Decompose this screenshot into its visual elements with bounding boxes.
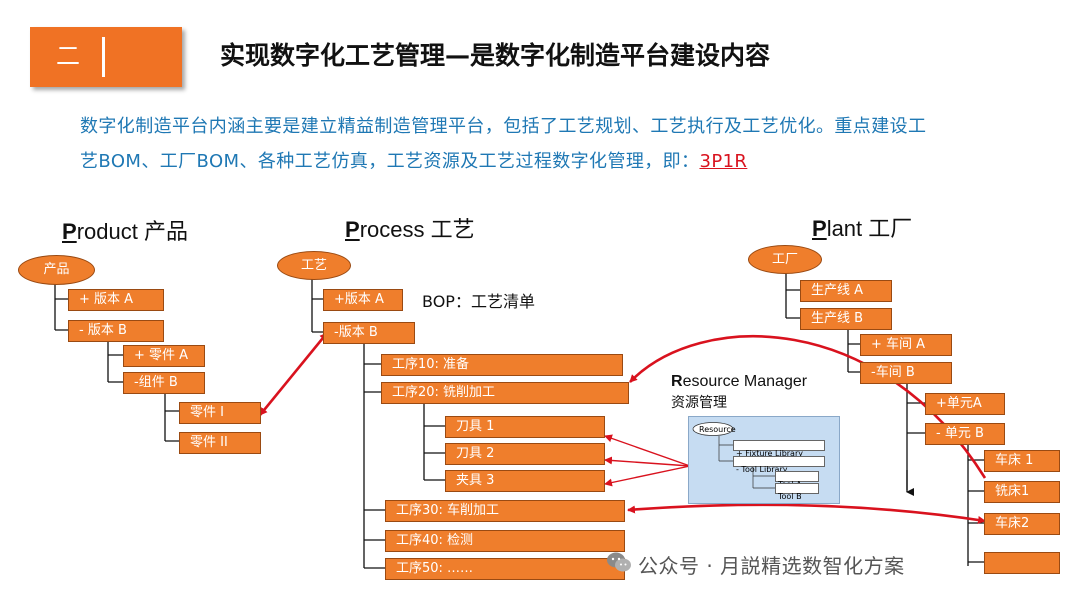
process-node-op10: 工序10: 准备 <box>381 354 623 376</box>
plant-heading: Plant 工厂 <box>812 211 912 243</box>
plant-root-node: 工厂 <box>748 245 822 274</box>
process-rest: rocess <box>359 217 425 242</box>
fixture-library-label: + Fixture Library <box>736 449 803 458</box>
process-node-fixture-3: 夹具 3 <box>445 470 605 492</box>
product-root-node: 产品 <box>18 255 95 285</box>
process-node-version-b: -版本 B <box>323 322 415 344</box>
resource-manager-title: Resource Manager <box>671 373 807 391</box>
product-node-assembly-b: -组件 B <box>123 372 205 394</box>
section-number: 二 <box>56 42 80 70</box>
plant-node-cell-a: +单元A <box>925 393 1005 415</box>
plant-node-line-b: 生产线 B <box>800 308 892 330</box>
plant-node-workshop-b: -车间 B <box>860 362 952 384</box>
plant-node-partial <box>984 552 1060 574</box>
product-cn: 产品 <box>137 219 188 244</box>
fixture-library-node: + Fixture Library <box>733 440 825 458</box>
plant-node-lathe-1: 车床 1 <box>984 450 1060 472</box>
process-root-node: 工艺 <box>277 251 351 280</box>
process-node-op50: 工序50: …… <box>385 558 625 580</box>
process-node-op40: 工序40: 检测 <box>385 530 625 552</box>
resource-rest: esource Manager <box>682 373 808 390</box>
wechat-icon <box>607 552 631 572</box>
tool-library-label: - Tool Library <box>736 465 788 474</box>
process-node-tool-1: 刀具 1 <box>445 416 605 438</box>
intro-highlight: 3P1R <box>699 151 748 172</box>
tool-b-label: Tool B <box>778 492 802 501</box>
process-node-op20: 工序20: 铣削加工 <box>381 382 629 404</box>
process-heading: Process 工艺 <box>345 212 475 244</box>
plant-node-lathe-2: 车床2 <box>984 513 1060 535</box>
product-initial: P <box>62 219 77 244</box>
tool-a-node: Tool A <box>775 471 819 489</box>
plant-initial: P <box>812 216 827 241</box>
process-node-tool-2: 刀具 2 <box>445 443 605 465</box>
product-node-version-b: - 版本 B <box>68 320 164 342</box>
tool-library-node: - Tool Library <box>733 456 825 474</box>
product-node-part-i: 零件 I <box>179 402 261 424</box>
product-node-part-a: + 零件 A <box>123 345 205 367</box>
resource-manager-panel: Resource + Fixture Library - Tool Librar… <box>688 416 840 504</box>
plant-node-workshop-a: + 车间 A <box>860 334 952 356</box>
intro-line-2: 艺BOM、工厂BOM、各种工艺仿真，工艺资源及工艺过程数字化管理，即：3P1R <box>80 147 747 173</box>
resource-manager-cn: 资源管理 <box>671 395 727 411</box>
product-node-part-ii: 零件 II <box>179 432 261 454</box>
intro-line-2-text: 艺BOM、工厂BOM、各种工艺仿真，工艺资源及工艺过程数字化管理，即： <box>80 151 700 172</box>
watermark-text: 公众号 · 月説精选数智化方案 <box>638 554 905 578</box>
plant-cn: 工厂 <box>862 216 913 241</box>
bop-label: BOP：工艺清单 <box>422 292 535 311</box>
plant-rest: lant <box>826 216 863 241</box>
badge-divider <box>102 37 105 77</box>
plant-node-mill-1: 铣床1 <box>984 481 1060 503</box>
plant-node-cell-b: - 单元 B <box>925 423 1005 445</box>
product-heading: Product 产品 <box>62 214 188 246</box>
resource-tree-lines <box>692 422 775 489</box>
resource-initial: R <box>671 373 683 390</box>
tree-lines <box>54 272 984 569</box>
resource-root-label: Resource <box>699 425 736 434</box>
plant-node-line-a: 生产线 A <box>800 280 892 302</box>
page-title: 实现数字化工艺管理—是数字化制造平台建设内容 <box>220 41 771 70</box>
process-node-version-a: +版本 A <box>323 289 403 311</box>
link-arrows <box>258 332 987 524</box>
process-node-op30: 工序30: 车削加工 <box>385 500 625 522</box>
tool-b-node: Tool B <box>775 483 819 501</box>
product-node-version-a: + 版本 A <box>68 289 164 311</box>
section-badge: 二 <box>30 27 182 87</box>
product-rest: roduct <box>76 219 138 244</box>
process-initial: P <box>345 217 360 242</box>
process-cn: 工艺 <box>424 217 475 242</box>
intro-line-1: 数字化制造平台内涵主要是建立精益制造管理平台，包括了工艺规划、工艺执行及工艺优化… <box>80 116 927 137</box>
